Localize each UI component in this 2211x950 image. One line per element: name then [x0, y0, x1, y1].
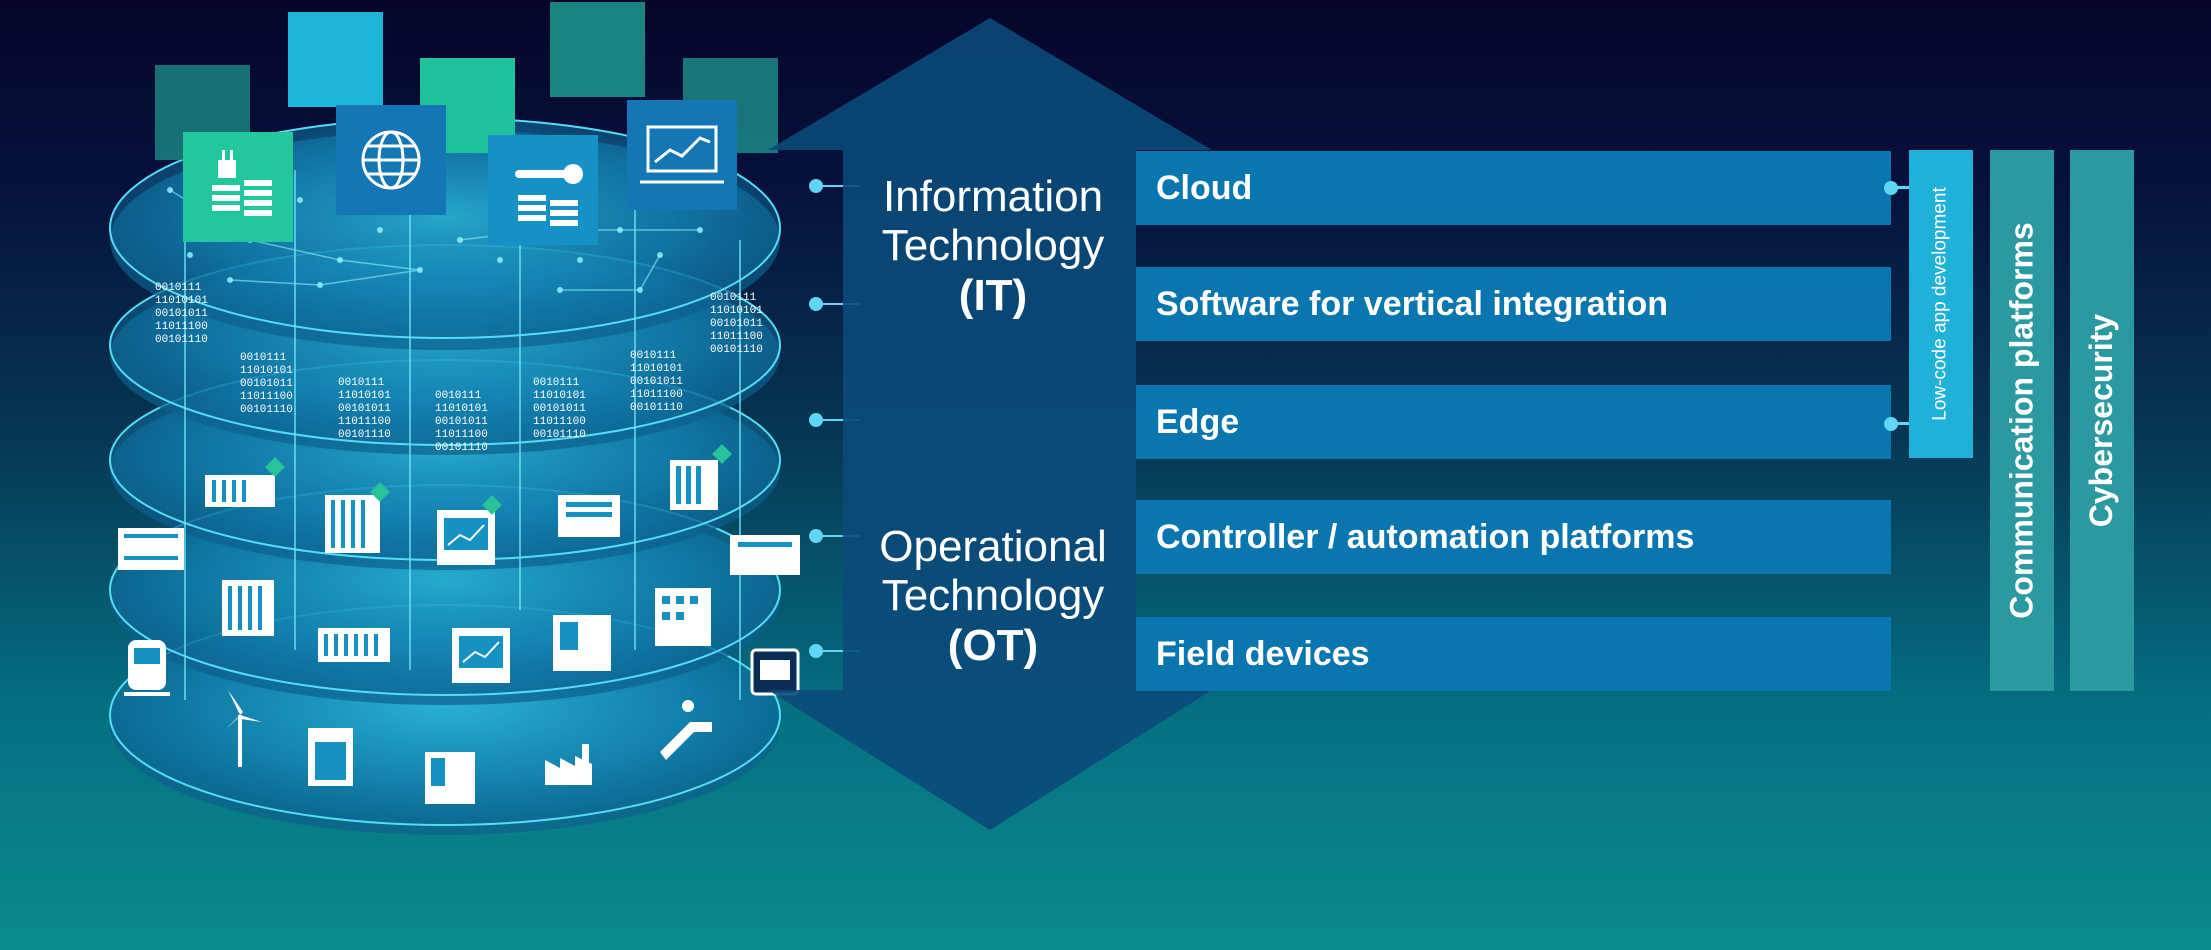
globe-icon [336, 105, 446, 215]
layer-label: Cloud [1156, 168, 1253, 207]
layer-bar-cloud: Cloud [1136, 151, 1891, 225]
ot-label-line1: Operational [879, 522, 1107, 571]
plc-icon [118, 528, 184, 570]
wind-turbine-icon [225, 690, 262, 767]
layer-label: Software for vertical integration [1156, 284, 1668, 323]
ot-label-line2: Technology [881, 571, 1105, 621]
vbar-low-code: Low-code app development [1909, 150, 1973, 458]
io-module-icon [325, 482, 390, 553]
it-label-line1: Information [882, 172, 1104, 221]
train-icon [124, 640, 170, 696]
hmi-panel-icon [452, 628, 510, 683]
vbar-label: Low-code app development [1930, 187, 1951, 421]
kiosk-icon [730, 535, 800, 575]
it-label-line2: Technology [881, 221, 1105, 271]
terminal-block-icon [318, 628, 390, 662]
hmi-chart-icon [437, 495, 502, 565]
power-supply-icon [222, 580, 274, 636]
vbar-label: Communication platforms [2003, 222, 2040, 619]
maintenance-cost-icon [488, 135, 598, 245]
it-label: Information Technology (IT) [858, 172, 1128, 320]
elevator-icon [308, 728, 353, 786]
escalator-icon [660, 700, 712, 760]
ot-device-icons [118, 444, 800, 683]
drive-icon [558, 495, 620, 537]
it-label-abbr: (IT) [958, 270, 1028, 320]
layer-label: Edge [1156, 402, 1240, 441]
controller-module-icon [205, 457, 285, 507]
layer-bar-field-devices: Field devices [1136, 617, 1891, 691]
handheld-device-icon [425, 752, 475, 804]
layer-bar-controller: Controller / automation platforms [1136, 500, 1891, 574]
vbar-label: Cybersecurity [2083, 313, 2120, 528]
io-rack-icon [670, 444, 732, 510]
layer-bar-software: Software for vertical integration [1136, 267, 1891, 341]
layer-bar-edge: Edge [1136, 385, 1891, 459]
layer-label: Controller / automation platforms [1156, 517, 1695, 556]
ot-label: Operational Technology (OT) [858, 522, 1128, 670]
monitor-chart-icon [627, 100, 737, 210]
factory-icon [545, 744, 592, 785]
energy-cost-icon [183, 132, 293, 242]
connector-line [1891, 186, 1909, 189]
layer-label: Field devices [1156, 634, 1370, 673]
field-device-icons [124, 640, 800, 804]
ot-label-abbr: (OT) [947, 620, 1039, 670]
control-cabinet-icon [655, 588, 711, 646]
connector-line [1891, 422, 1909, 425]
vbar-cybersecurity: Cybersecurity [2070, 150, 2134, 691]
handheld-device-icon [553, 615, 611, 671]
vbar-communication: Communication platforms [1990, 150, 2054, 691]
